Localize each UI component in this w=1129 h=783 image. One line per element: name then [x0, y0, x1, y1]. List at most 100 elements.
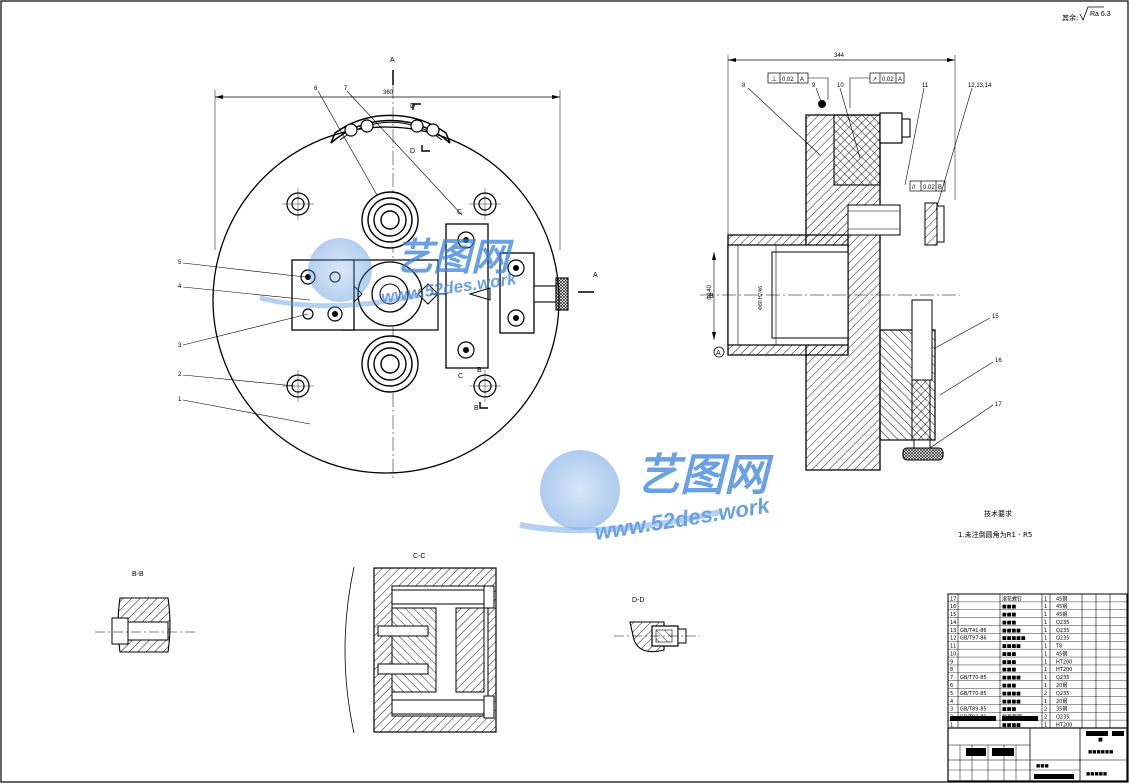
svg-text:9: 9: [812, 83, 816, 89]
svg-text:Φ140: Φ140: [707, 285, 713, 300]
bom-no-cell: 4: [950, 699, 953, 705]
technical-requirements: 技术要求 1.未注倒圆角为R1 - R5: [958, 509, 1032, 539]
bom-no-cell: 16: [950, 604, 956, 610]
svg-text:0.02: 0.02: [782, 77, 794, 83]
bom-mat-cell: Q235: [1056, 675, 1069, 681]
bom-qty-cell: 2: [1044, 707, 1047, 713]
bom-qty-cell: 1: [1044, 628, 1047, 634]
svg-text:0.02: 0.02: [882, 77, 894, 83]
svg-text:1.未注倒圆角为R1 - R5: 1.未注倒圆角为R1 - R5: [958, 530, 1032, 539]
bom-no-cell: 6: [950, 683, 953, 689]
svg-text:D: D: [410, 103, 415, 110]
bom-name-cell: ■■■: [1002, 620, 1016, 626]
bom-no-cell: 14: [950, 620, 956, 626]
svg-text:12,13,14: 12,13,14: [968, 83, 992, 89]
svg-text:2: 2: [178, 372, 182, 378]
bom-mat-cell: 45钢: [1056, 650, 1067, 657]
bom-code-cell: GB/T97-86: [960, 636, 987, 642]
bom-qty-cell: 1: [1044, 636, 1047, 642]
svg-text:B: B: [938, 185, 942, 191]
bom-qty-cell: 1: [1044, 596, 1047, 602]
svg-text:■■■■■: ■■■■■: [1086, 771, 1107, 778]
bom-mat-cell: 20钢: [1056, 682, 1067, 689]
bom-qty-cell: 1: [1044, 620, 1047, 626]
bom-mat-cell: Q235: [1056, 715, 1069, 721]
svg-text:C: C: [458, 373, 463, 380]
svg-text:B: B: [709, 293, 714, 300]
svg-text://: //: [912, 185, 916, 191]
svg-text:A: A: [390, 57, 395, 64]
svg-text:D-D: D-D: [632, 597, 644, 604]
svg-text:A: A: [716, 350, 721, 357]
bom-name-cell: ■■■■: [1002, 722, 1021, 728]
bom-name-cell: ■■■: [1002, 667, 1016, 673]
bom-name-cell: ■■■■: [1002, 628, 1021, 634]
bom-name-cell: ■■■■: [1002, 699, 1021, 705]
side-section-view: 344 ⊥ 0.02 A ↗ 0.02 A // 0.02 B: [700, 53, 1002, 471]
bom-mat-cell: Q235: [1056, 620, 1069, 626]
bom-no-cell: 8: [950, 667, 953, 673]
front-view: 360 A A: [178, 57, 598, 480]
bom-code-cell: GB/T70-85: [960, 691, 987, 697]
svg-text:C-C: C-C: [413, 553, 425, 560]
svg-text:7: 7: [344, 86, 348, 92]
bom-mat-cell: Q235: [1056, 636, 1069, 642]
svg-text:11: 11: [922, 83, 929, 89]
bom-mat-cell: 45钢: [1056, 603, 1067, 610]
svg-text:B: B: [477, 367, 482, 374]
bom-name-cell: ■■■■: [1002, 644, 1021, 650]
svg-text:A: A: [898, 77, 902, 83]
bom-name-cell: ■■■: [1002, 612, 1016, 618]
bom-qty-cell: 1: [1044, 651, 1047, 657]
bom-name-cell: ■■■■■: [1002, 636, 1026, 642]
bom-code-cell: GB/T89-85: [960, 707, 987, 713]
svg-text:B-B: B-B: [132, 571, 144, 578]
bom-name-cell: ■■■■: [1002, 691, 1021, 697]
bom-no-cell: 7: [950, 675, 953, 681]
bom-no-cell: 13: [950, 628, 956, 634]
section-cc: C-C: [344, 553, 497, 734]
svg-text:4: 4: [178, 284, 182, 290]
svg-text:15: 15: [992, 314, 999, 320]
svg-text:A: A: [800, 77, 804, 83]
bom-no-cell: 9: [950, 659, 953, 665]
bom-qty-cell: 1: [1044, 675, 1047, 681]
bom-name-cell: ■■■: [1002, 659, 1016, 665]
bom-mat-cell: Q235: [1056, 628, 1069, 634]
bom-no-cell: 3: [950, 707, 953, 713]
bom-mat-cell: 45钢: [1056, 611, 1067, 618]
svg-text:16: 16: [995, 358, 1002, 364]
svg-text:■: ■: [1098, 735, 1103, 744]
bom-qty-cell: 1: [1044, 667, 1047, 673]
surface-roughness-note: 其余: Ra 6.3: [1062, 6, 1111, 22]
bom-no-cell: 5: [950, 691, 953, 697]
svg-text:Φ80 H7/k6: Φ80 H7/k6: [758, 286, 764, 310]
bom-qty-cell: 2: [1044, 715, 1047, 721]
svg-text:8: 8: [742, 83, 746, 89]
svg-text:艺图网: 艺图网: [636, 450, 774, 501]
bom-no-cell: 12: [950, 636, 956, 642]
bom-name-cell: ■■■: [1002, 604, 1016, 610]
svg-text:其余:: 其余:: [1062, 13, 1078, 22]
bom-name-cell: ■■■: [1002, 683, 1016, 689]
bom-qty-cell: 1: [1044, 722, 1047, 728]
section-dd: D-D: [614, 597, 700, 653]
bom-mat-cell: HT200: [1056, 722, 1072, 728]
bom-qty-cell: 1: [1044, 699, 1047, 705]
bom-no-cell: 17: [950, 596, 956, 602]
svg-text:⊥: ⊥: [771, 76, 777, 83]
svg-text:■■■: ■■■: [1036, 763, 1049, 770]
svg-text:■■■■■■: ■■■■■■: [1088, 749, 1113, 756]
bom-no-cell: 1: [950, 722, 953, 728]
bom-no-cell: 11: [950, 644, 956, 650]
bom-no-cell: 15: [950, 612, 956, 618]
svg-text:A: A: [593, 272, 598, 279]
bom-qty-cell: 1: [1044, 604, 1047, 610]
svg-text:技术要求: 技术要求: [984, 509, 1012, 518]
svg-text:B: B: [474, 405, 479, 412]
svg-text:Ra 6.3: Ra 6.3: [1090, 11, 1111, 18]
svg-text:↗: ↗: [872, 77, 877, 83]
